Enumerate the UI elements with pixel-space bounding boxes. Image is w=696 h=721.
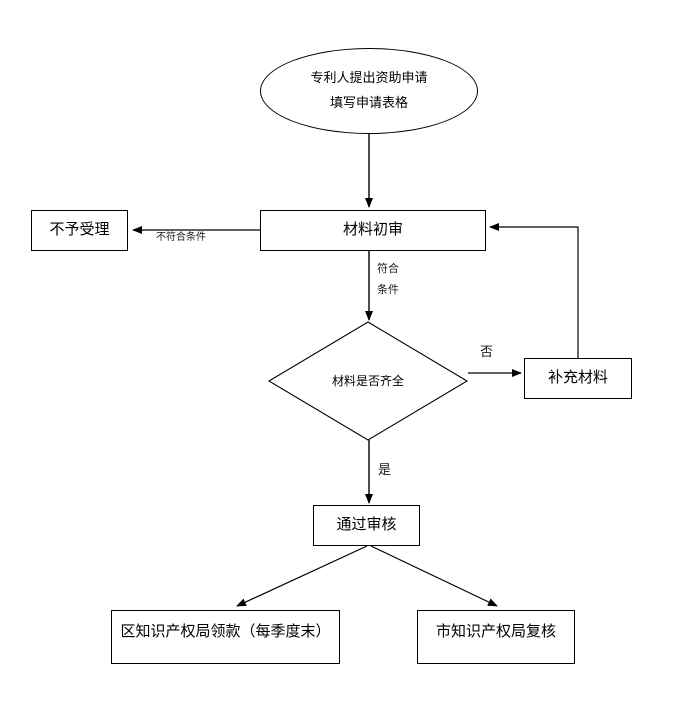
node-start[interactable]: 专利人提出资助申请 填写申请表格 bbox=[260, 48, 478, 134]
edge-label-no: 否 bbox=[480, 344, 494, 359]
edge-label-yes: 是 bbox=[378, 462, 392, 477]
edge-label-qualified-line1: 符合 bbox=[377, 263, 399, 275]
edge-label-qualified-line2: 条件 bbox=[377, 284, 399, 296]
node-decision[interactable]: 材料是否齐全 bbox=[269, 362, 467, 400]
edge-supplement-to-initial-review bbox=[489, 223, 579, 358]
edge-passed-to-district-payout bbox=[236, 545, 368, 607]
edge-passed-to-city-recheck bbox=[370, 545, 498, 607]
node-initial-review-label: 材料初审 bbox=[342, 221, 403, 239]
node-district-payout[interactable]: 区知识产权局领款（每季度末） bbox=[111, 610, 340, 664]
node-city-recheck[interactable]: 市知识产权局复核 bbox=[417, 610, 575, 664]
node-city-recheck-label: 市知识产权局复核 bbox=[435, 623, 556, 640]
node-supplement-label: 补充材料 bbox=[547, 369, 608, 387]
node-reject[interactable]: 不予受理 bbox=[31, 210, 128, 251]
node-reject-label: 不予受理 bbox=[49, 221, 110, 239]
node-start-line2: 填写申请表格 bbox=[329, 95, 408, 110]
node-passed-label: 通过审核 bbox=[336, 516, 397, 534]
node-start-line1: 专利人提出资助申请 bbox=[310, 70, 428, 86]
node-initial-review[interactable]: 材料初审 bbox=[260, 210, 486, 251]
node-supplement[interactable]: 补充材料 bbox=[524, 358, 632, 399]
edge-label-not-qualified: 不符合条件 bbox=[156, 232, 206, 243]
node-decision-label: 材料是否齐全 bbox=[331, 373, 404, 388]
node-passed[interactable]: 通过审核 bbox=[313, 505, 420, 546]
node-district-payout-label: 区知识产权局领款（每季度末） bbox=[120, 623, 331, 640]
decision-diamond-outline bbox=[267, 321, 469, 441]
